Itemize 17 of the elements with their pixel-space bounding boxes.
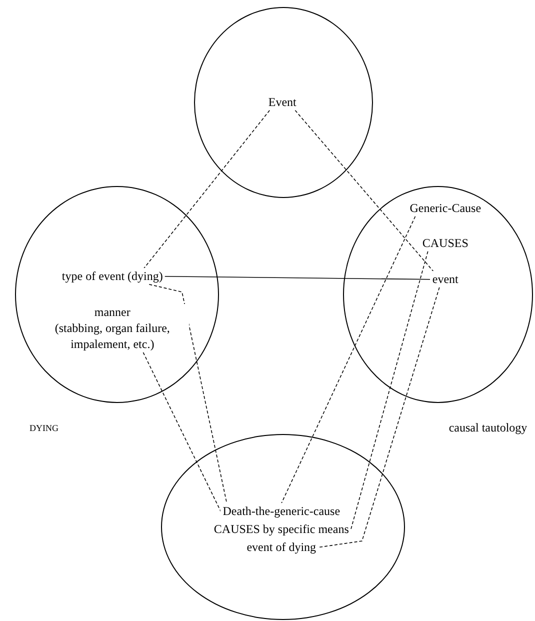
node-text: (stabbing, organ failure, impalement, etc.) xyxy=(54,320,171,352)
ellipse-outline xyxy=(161,434,405,620)
connector-line xyxy=(148,284,228,504)
region-label: DYING xyxy=(30,423,58,433)
ellipse-outline xyxy=(15,186,219,403)
connector-line xyxy=(142,352,222,512)
node-heading: manner xyxy=(93,304,132,320)
connector-line xyxy=(143,110,270,269)
ellipse-outline xyxy=(194,7,373,198)
connector-line xyxy=(294,110,434,272)
connector-line xyxy=(281,216,416,504)
ellipse-outline xyxy=(343,186,533,403)
connector-line xyxy=(318,287,440,548)
region-label: causal tautology xyxy=(448,420,528,436)
connector-line xyxy=(350,250,428,530)
connector-line xyxy=(164,276,431,280)
node-text: type of event (dying) xyxy=(60,268,165,284)
